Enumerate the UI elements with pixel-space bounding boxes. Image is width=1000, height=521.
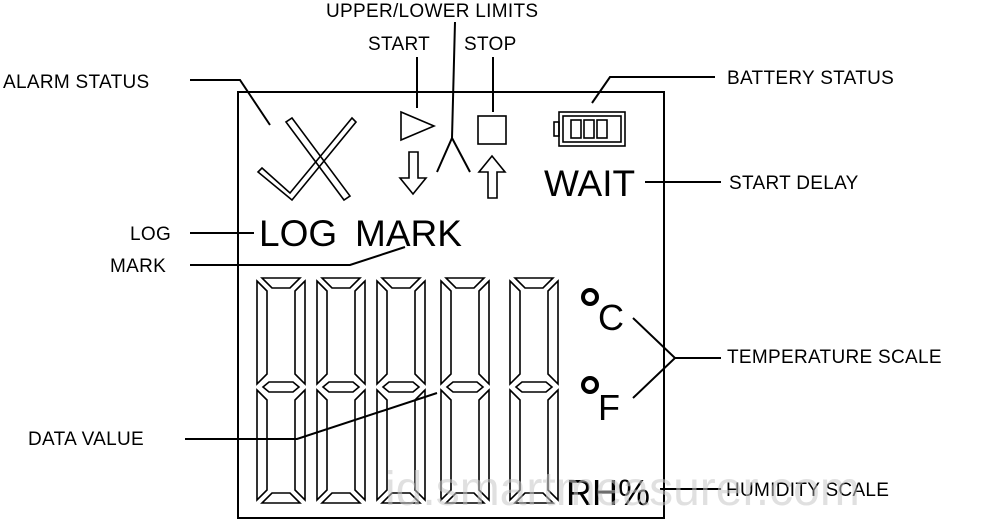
digit-2-segment xyxy=(316,279,328,386)
lcd-wait-text: WAIT xyxy=(544,163,635,204)
alarm-x-icon xyxy=(256,116,358,202)
digit-2-segment xyxy=(316,388,328,502)
lcd-frame xyxy=(237,91,665,519)
digit-5-segment xyxy=(513,492,555,504)
digit-4-segment xyxy=(440,388,452,502)
degree-f-icon xyxy=(581,376,599,394)
digit-5-segment xyxy=(547,279,559,386)
digit-5-segment xyxy=(514,381,554,393)
digit-1-segment xyxy=(256,279,268,386)
start-triangle-icon xyxy=(400,110,437,142)
digit-1-segment xyxy=(260,277,302,289)
lcd-mark-text: MARK xyxy=(355,213,462,254)
digit-5-segment xyxy=(547,388,559,502)
digit-5-segment xyxy=(513,277,555,289)
down-arrow-icon xyxy=(398,151,428,196)
callout-mark: MARK xyxy=(110,256,166,277)
digit-1-segment xyxy=(260,492,302,504)
lcd-fahrenheit-text: F xyxy=(598,387,620,428)
digit-4-segment xyxy=(444,492,486,504)
digit-3-segment xyxy=(376,388,388,502)
digit-4-segment xyxy=(478,388,490,502)
digit-2-segment xyxy=(320,277,362,289)
digit-1-segment xyxy=(294,279,306,386)
degree-c-icon xyxy=(581,288,599,306)
callout-alarm-status: ALARM STATUS xyxy=(3,72,149,93)
digit-4-segment xyxy=(444,277,486,289)
digit-3-segment xyxy=(380,277,422,289)
digit-3-segment xyxy=(376,279,388,386)
digit-2-segment xyxy=(320,492,362,504)
digit-3-segment xyxy=(381,381,421,393)
stop-square-icon xyxy=(477,115,507,145)
up-arrow-icon xyxy=(477,154,507,199)
digit-2-segment xyxy=(321,381,361,393)
callout-temperature-scale: TEMPERATURE SCALE xyxy=(727,347,942,368)
digit-4-segment xyxy=(440,279,452,386)
digit-4-segment xyxy=(478,279,490,386)
digit-3-segment xyxy=(414,388,426,502)
lcd-log-text: LOG xyxy=(259,213,337,254)
digit-3-segment xyxy=(380,492,422,504)
callout-battery-status: BATTERY STATUS xyxy=(727,68,894,89)
lcd-celsius-text: C xyxy=(598,297,624,338)
digit-5-segment xyxy=(509,388,521,502)
callout-log: LOG xyxy=(130,224,171,245)
callout-data-value: DATA VALUE xyxy=(28,429,144,450)
callout-start: START xyxy=(368,34,430,55)
lcd-rh-text: RH% xyxy=(566,472,650,513)
battery-icon xyxy=(553,111,626,147)
digit-1-segment xyxy=(261,381,301,393)
digit-2-segment xyxy=(354,279,366,386)
callout-start-delay: START DELAY xyxy=(729,173,859,194)
digit-4-segment xyxy=(445,381,485,393)
watermark-text: id.smartmeasurer.com xyxy=(385,463,860,516)
callout-stop: STOP xyxy=(464,34,517,55)
digit-5-segment xyxy=(509,279,521,386)
digit-2-segment xyxy=(354,388,366,502)
data-value-digits xyxy=(256,277,559,504)
callout-humidity-scale: HUMIDITY SCALE xyxy=(726,480,889,501)
digit-1-segment xyxy=(294,388,306,502)
callout-upper-lower-limits: UPPER/LOWER LIMITS xyxy=(326,1,538,22)
digit-3-segment xyxy=(414,279,426,386)
digit-1-segment xyxy=(256,388,268,502)
leader-lines xyxy=(185,21,721,490)
